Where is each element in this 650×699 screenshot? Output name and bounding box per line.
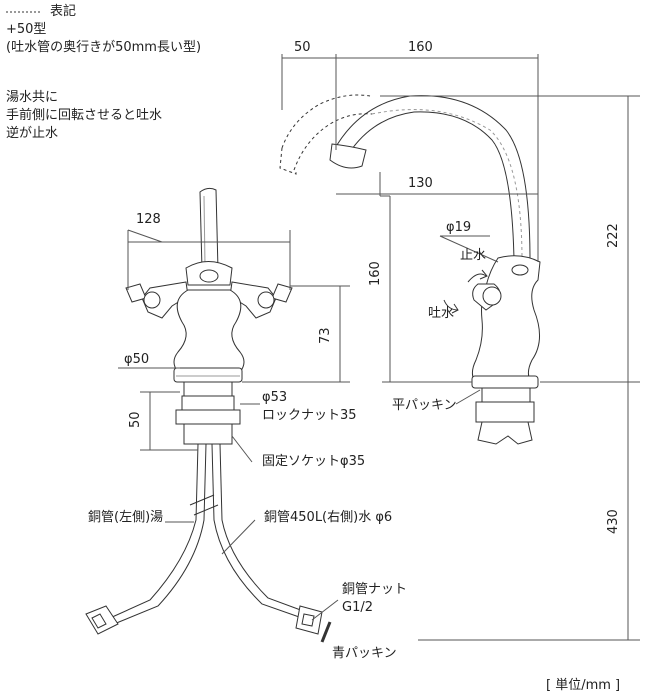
- dim-222: 222: [606, 223, 621, 248]
- label-flat-packing: 平パッキン: [392, 398, 457, 413]
- variant-title: +50型: [6, 22, 47, 37]
- unit-label: [ 単位/mm ]: [546, 678, 621, 693]
- label-fixed-socket: 固定ソケットφ35: [262, 454, 366, 469]
- front-view: [85, 187, 332, 643]
- label-lock-nut: ロックナット35: [262, 408, 357, 423]
- side-view: [279, 94, 541, 445]
- dim-phi19: φ19: [446, 220, 472, 235]
- side-dimensions: [281, 54, 640, 641]
- dim-430: 430: [606, 509, 621, 534]
- label-copper-right: 銅管450L(右側)水 φ6: [264, 510, 393, 525]
- dim-phi53: φ53: [262, 390, 288, 405]
- operation-note-line1: 湯水共に: [6, 90, 59, 105]
- dim-50-vertical: 50: [128, 411, 143, 428]
- dim-50-top: 50: [294, 40, 311, 55]
- dim-128: 128: [136, 212, 161, 227]
- operation-note-line3: 逆が止水: [6, 126, 59, 141]
- label-stop-water: 止水: [460, 248, 487, 263]
- front-dimensions: [118, 229, 350, 621]
- legend-label: 表記: [50, 4, 77, 19]
- label-thread: G1/2: [342, 600, 373, 615]
- dim-73: 73: [318, 327, 333, 344]
- label-spout-water: 吐水: [428, 306, 455, 321]
- rotation-arrows: [443, 269, 488, 314]
- label-copper-left: 銅管(左側)湯: [88, 510, 164, 525]
- dim-160-vertical: 160: [368, 261, 383, 286]
- dim-phi50: φ50: [124, 352, 150, 367]
- operation-note-line2: 手前側に回転させると吐水: [6, 108, 163, 123]
- dim-160-top: 160: [408, 40, 433, 55]
- label-copper-nut: 銅管ナット: [342, 582, 408, 597]
- label-blue-packing: 青パッキン: [332, 646, 397, 661]
- variant-description: (吐水管の奥行きが50mm長い型): [6, 40, 202, 55]
- dim-130: 130: [408, 176, 433, 191]
